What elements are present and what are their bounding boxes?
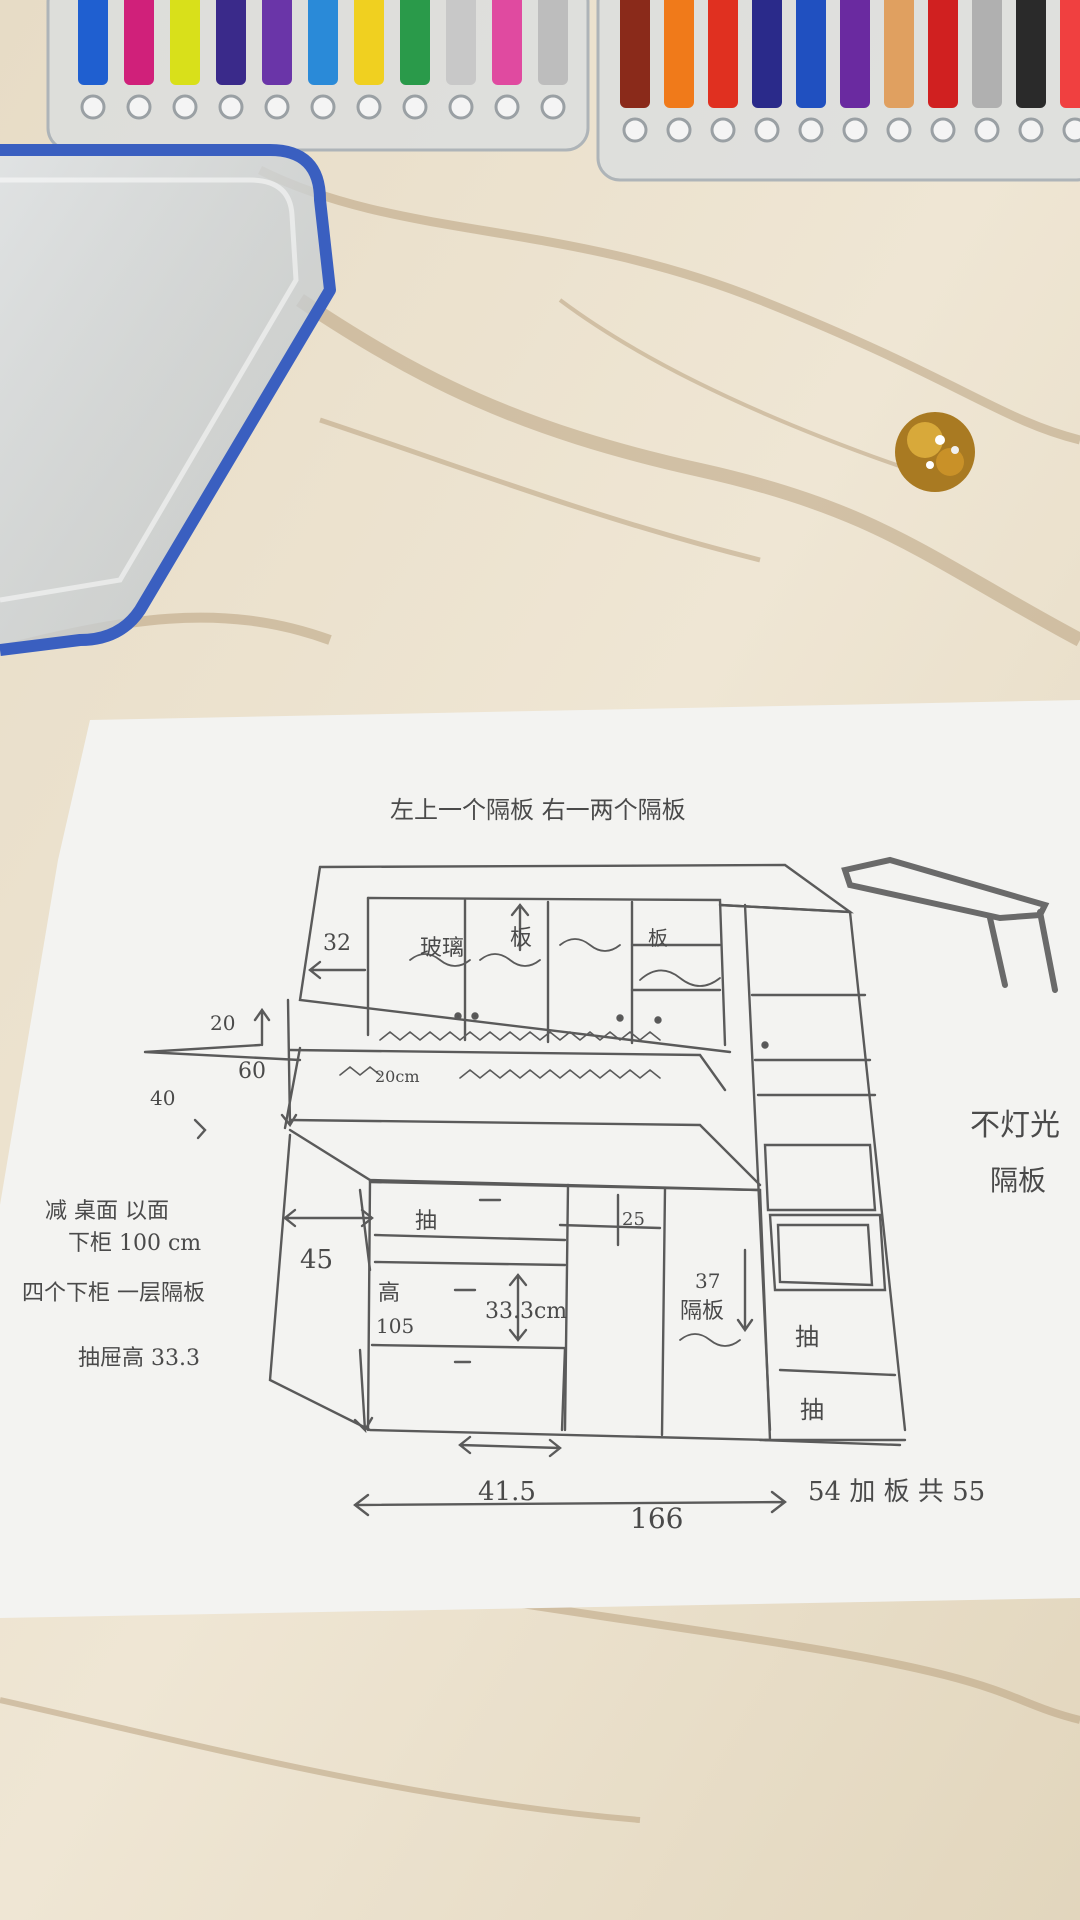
- marker-cap: [402, 94, 428, 120]
- marker-pen: [620, 0, 650, 108]
- dim-45: 45: [300, 1245, 333, 1275]
- marker-pen: [1016, 0, 1046, 108]
- cell-shelf-label: 板: [510, 926, 532, 951]
- marker-pen: [354, 0, 384, 85]
- left-note-1: 减 桌面 以面: [45, 1199, 169, 1224]
- marker-pen: [124, 0, 154, 85]
- marker-cap: [754, 117, 780, 143]
- marker-cap: [218, 94, 244, 120]
- dim-32: 32: [323, 931, 351, 956]
- plastic-lid: [0, 144, 336, 656]
- height-label: 高: [378, 1281, 400, 1306]
- marker-pen: [796, 0, 826, 108]
- paper-sheet: [0, 700, 1080, 1618]
- marker-cap: [842, 117, 868, 143]
- dim-41-5: 41.5: [478, 1477, 536, 1507]
- marker-cap: [622, 117, 648, 143]
- marker-pen: [308, 0, 338, 85]
- dim-25: 25: [622, 1209, 645, 1230]
- marker-cap: [448, 94, 474, 120]
- marker-cap: [974, 117, 1000, 143]
- marker-cap: [80, 94, 106, 120]
- dim-60: 60: [238, 1059, 266, 1084]
- marker-pen: [972, 0, 1002, 108]
- marker-pen: [1060, 0, 1080, 108]
- cell-shelf2-label: 板: [648, 926, 668, 950]
- dim-37: 37: [695, 1269, 720, 1293]
- dim-166: 166: [630, 1502, 683, 1535]
- cell-glass-label: 玻璃: [420, 936, 464, 961]
- marker-cap: [172, 94, 198, 120]
- marker-cap: [1018, 117, 1044, 143]
- marker-pen: [708, 0, 738, 108]
- drawer-label-3: 抽: [800, 1396, 824, 1424]
- dim-40: 40: [150, 1086, 175, 1110]
- left-note-2: 下柜 100 cm: [68, 1231, 201, 1256]
- right-note-1: 不灯光: [970, 1108, 1060, 1143]
- marker-pen: [446, 0, 476, 85]
- marker-cap: [1062, 117, 1080, 143]
- marker-pen: [78, 0, 108, 85]
- drawer-label-2: 抽: [795, 1323, 819, 1351]
- marker-pen: [664, 0, 694, 108]
- marker-pen: [170, 0, 200, 85]
- marker-cap: [540, 94, 566, 120]
- cabinet-sketch: [143, 856, 1058, 1517]
- marker-pen: [752, 0, 782, 108]
- height-value: 105: [376, 1314, 414, 1338]
- marker-cap: [930, 117, 956, 143]
- marker-tray-right: [596, 0, 1080, 182]
- marker-tray-left: [46, 0, 590, 152]
- marker-cap: [264, 94, 290, 120]
- marker-cap: [126, 94, 152, 120]
- side-note: 54 加 板 共 55: [808, 1477, 985, 1507]
- marker-pen: [400, 0, 430, 85]
- marker-cap: [666, 117, 692, 143]
- sketch-title: 左上一个隔板 右一两个隔板: [390, 796, 686, 824]
- marker-cap: [798, 117, 824, 143]
- drawer-label-1: 抽: [415, 1209, 437, 1234]
- markers-right: [620, 0, 1080, 143]
- marker-cap: [886, 117, 912, 143]
- left-note-4: 抽屉高 33.3: [78, 1346, 200, 1371]
- marker-pen: [538, 0, 568, 85]
- dim-33cm: 33.3cm: [485, 1299, 567, 1324]
- marker-cap: [356, 94, 382, 120]
- partition-label: 隔板: [680, 1299, 724, 1324]
- marker-pen: [262, 0, 292, 85]
- dim-20: 20: [210, 1011, 235, 1035]
- dim-20cm: 20cm: [375, 1067, 420, 1086]
- left-note-3: 四个下柜 一层隔板: [22, 1281, 205, 1306]
- marker-cap: [494, 94, 520, 120]
- marker-cap: [310, 94, 336, 120]
- gold-ring: [895, 412, 975, 492]
- right-note-2: 隔板: [990, 1164, 1046, 1197]
- sketch-text: 左上一个隔板 右一两个隔板 32 20 60 40 45 20cm 25 37 …: [22, 796, 1060, 1535]
- marker-pen: [216, 0, 246, 85]
- marker-pen: [928, 0, 958, 108]
- marker-pen: [492, 0, 522, 85]
- marker-pen: [840, 0, 870, 108]
- marker-pen: [884, 0, 914, 108]
- marker-cap: [710, 117, 736, 143]
- markers-left: [78, 0, 568, 120]
